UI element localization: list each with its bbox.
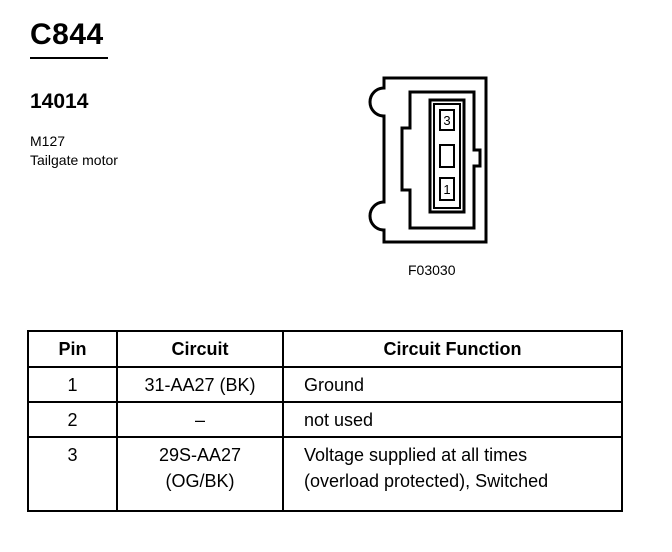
function-line: Ground	[304, 375, 365, 395]
connector-housing-outline	[368, 76, 488, 244]
table-row: 1 31-AA27 (BK) Ground	[27, 366, 623, 403]
component-name: Tailgate motor	[30, 152, 118, 168]
table-row: 3 29S-AA27 (OG/BK) Voltage supplied at a…	[27, 435, 623, 513]
circuit-line: –	[194, 409, 205, 430]
header-pin: Pin	[27, 330, 118, 368]
function-cell: Ground	[282, 366, 623, 403]
circuit-cell: 29S-AA27 (OG/BK)	[116, 435, 284, 513]
terminal-block-inner	[433, 103, 461, 209]
function-line: (overload protected), Switched	[304, 470, 549, 491]
pin-cell: 2	[27, 400, 118, 438]
function-line: Voltage supplied at all times	[304, 444, 528, 465]
circuit-cell: –	[116, 400, 284, 438]
cavity-2	[439, 144, 455, 168]
cavity-label-3: 3	[443, 113, 450, 128]
terminal-block-outer	[428, 98, 466, 214]
cavity-1	[439, 177, 455, 201]
header-circuit-function: Circuit Function	[282, 330, 623, 368]
circuit-line: (OG/BK)	[165, 470, 235, 491]
connector-id-underline	[30, 57, 108, 59]
table-row: 2 – not used	[27, 400, 623, 438]
function-line: not used	[304, 409, 374, 430]
circuit-line: 29S-AA27	[158, 444, 242, 465]
pin-cell: 3	[27, 435, 118, 513]
part-number: 14014	[30, 90, 89, 113]
cavity-label-1: 1	[443, 182, 450, 197]
table-header-row: Pin Circuit Circuit Function	[27, 330, 623, 368]
connector-inner-body	[400, 90, 482, 230]
circuit-line: 31-AA27 (BK)	[144, 375, 256, 395]
connector-face-diagram: 3 1	[368, 76, 488, 244]
circuit-cell: 31-AA27 (BK)	[116, 366, 284, 403]
header-circuit: Circuit	[116, 330, 284, 368]
function-cell: not used	[282, 400, 623, 438]
cavity-3	[439, 109, 455, 131]
pin-table: Pin Circuit Circuit Function 1 31-AA27 (…	[27, 330, 623, 513]
function-cell: Voltage supplied at all times (overload …	[282, 435, 623, 513]
figure-code: F03030	[408, 262, 456, 278]
pin-cell: 1	[27, 366, 118, 403]
component-code: M127	[30, 133, 66, 149]
connector-id: C844	[30, 18, 104, 51]
